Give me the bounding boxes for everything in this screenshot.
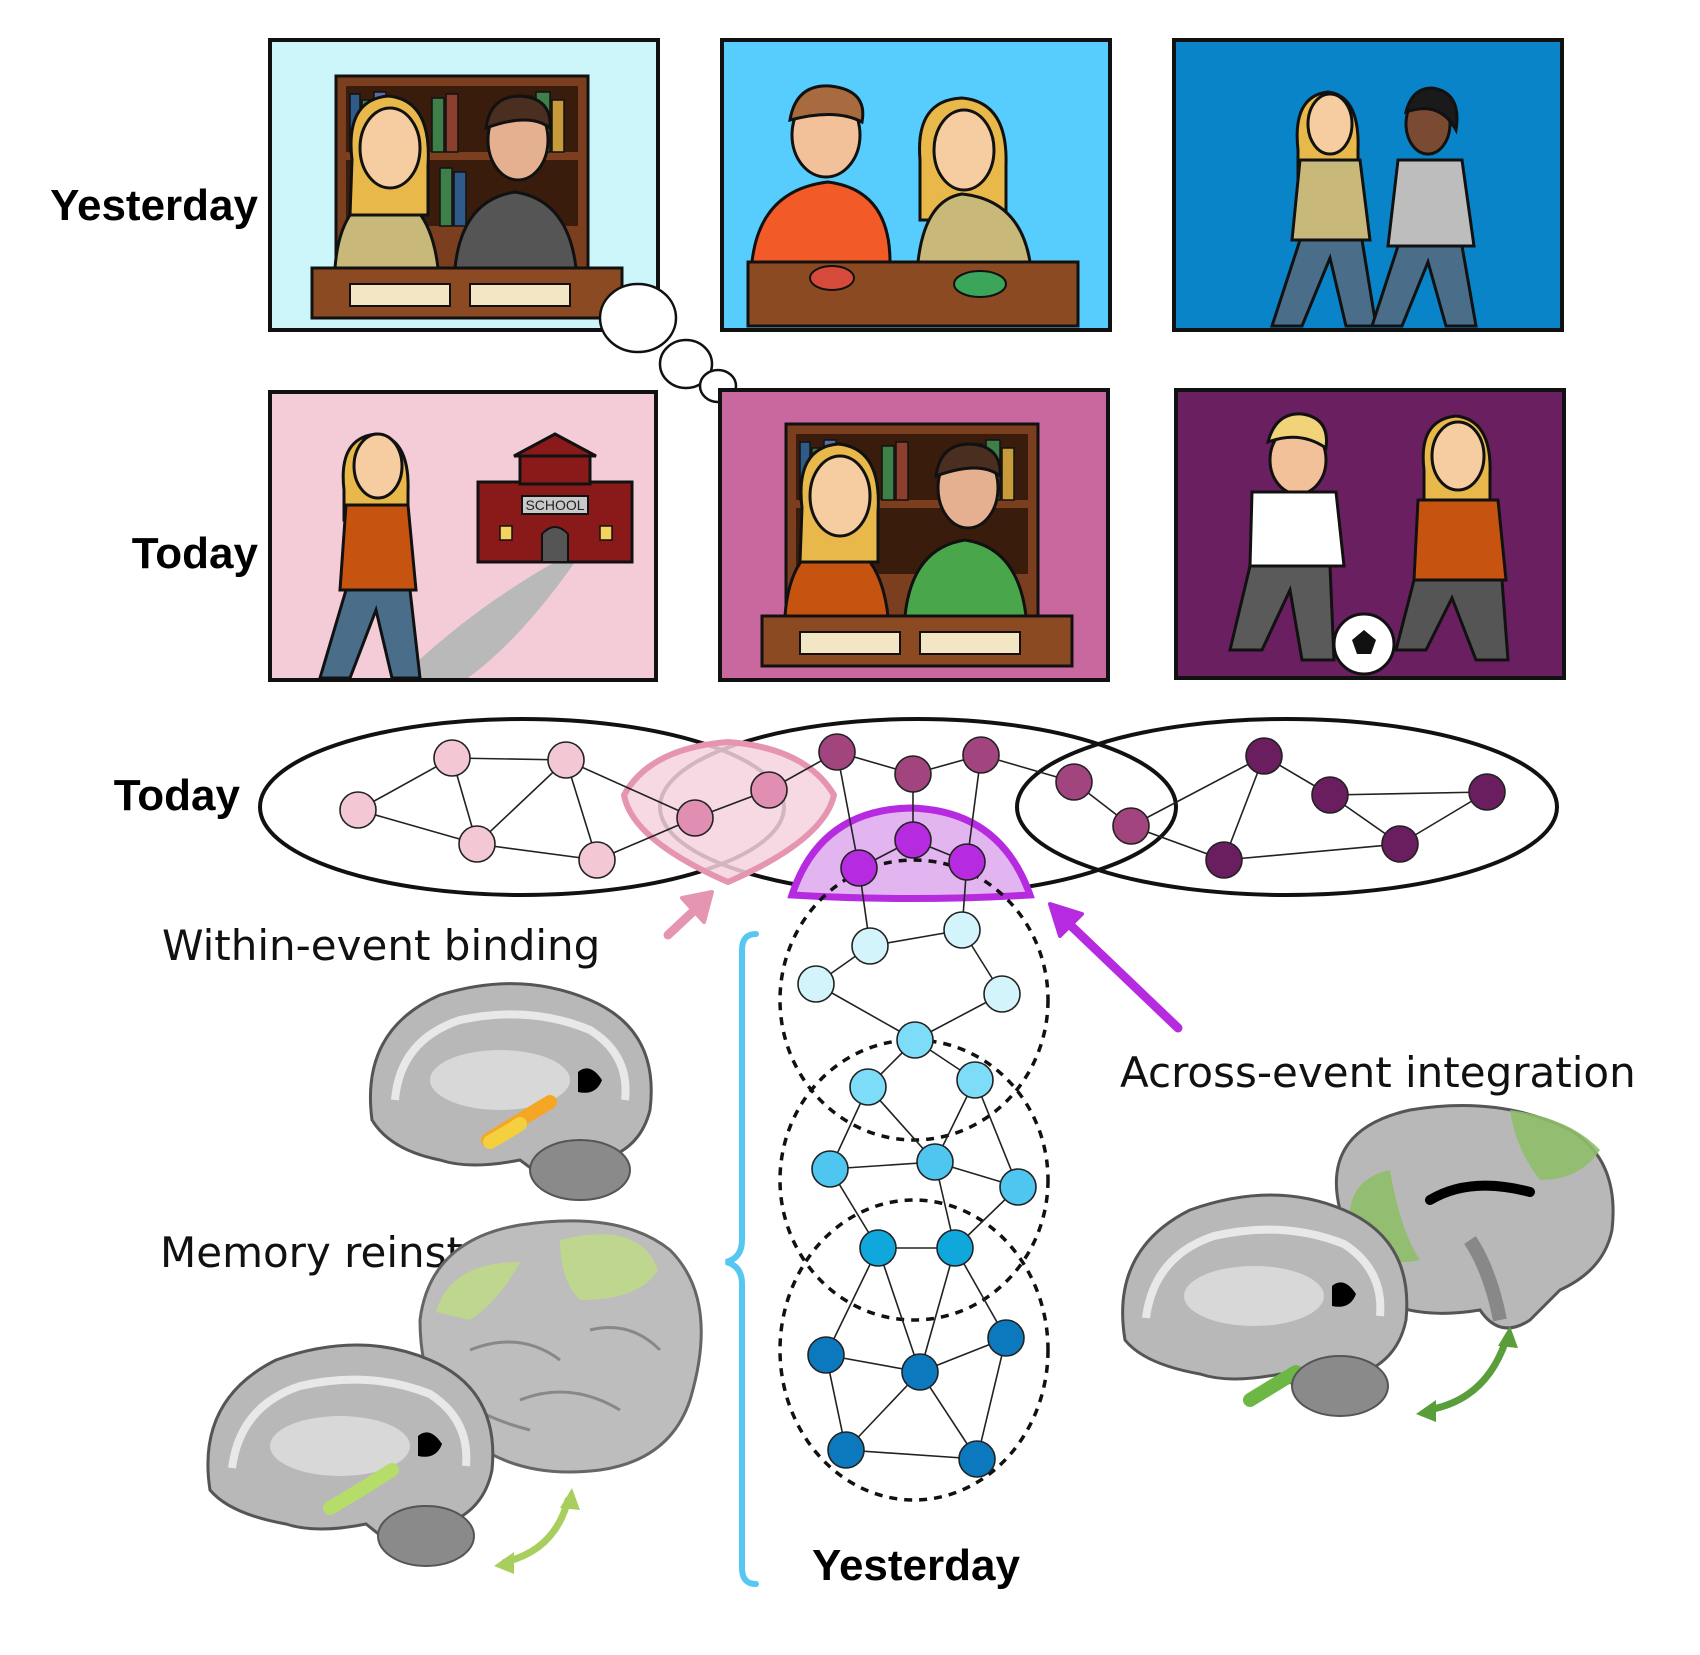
panel-today-school: SCHOOL	[268, 390, 658, 682]
across-event-arrow	[1048, 902, 1183, 1033]
row-label-today: Today	[132, 529, 259, 578]
node-yesterday-4b	[936, 1229, 974, 1267]
panel-today-library	[718, 388, 1110, 682]
school-sign: SCHOOL	[525, 497, 584, 513]
node-today-3d	[1381, 825, 1419, 863]
node-yesterday-2c	[956, 1061, 994, 1099]
panel-yesterday-eating	[720, 38, 1112, 332]
node-yesterday-4a	[859, 1229, 897, 1267]
node-yesterday-1a	[851, 927, 889, 965]
integration-double-arrow-icon	[1416, 1326, 1518, 1422]
node-yesterday-1c	[797, 965, 835, 1003]
within-event-overlap-region	[620, 738, 838, 886]
node-yesterday-5b	[901, 1353, 939, 1391]
node-yesterday-1b	[943, 911, 981, 949]
node-yesterday-5c	[987, 1319, 1025, 1357]
within-event-binding-label: Within-event binding	[162, 921, 600, 970]
network-nodes	[339, 733, 1506, 1478]
node-today-2d	[1055, 763, 1093, 801]
node-overlap-purple-2	[840, 849, 878, 887]
node-overlap-pink-1	[676, 799, 714, 837]
node-overlap-pink-2	[750, 771, 788, 809]
network-label-yesterday: Yesterday	[812, 1541, 1020, 1590]
node-today-2b	[894, 755, 932, 793]
node-yesterday-2a	[896, 1021, 934, 1059]
node-today-2c	[962, 736, 1000, 774]
node-today-2a	[818, 733, 856, 771]
reinstatement-double-arrow-icon	[494, 1488, 580, 1574]
panel-today-soccer	[1174, 388, 1566, 680]
brain-sagittal-integration	[1121, 1193, 1409, 1417]
node-overlap-purple-1	[894, 821, 932, 859]
node-today-3c	[1468, 773, 1506, 811]
node-yesterday-1d	[983, 975, 1021, 1013]
brain-sagittal-hippocampus	[368, 982, 653, 1201]
brain-sagittal-reinstatement	[206, 1343, 495, 1567]
node-yesterday-3b	[916, 1143, 954, 1181]
brain-midline-integration	[1334, 1104, 1615, 1330]
node-yesterday-3c	[999, 1168, 1037, 1206]
node-yesterday-2b	[849, 1068, 887, 1106]
node-yesterday-5e	[958, 1440, 996, 1478]
node-today-1c	[547, 741, 585, 779]
row-label-yesterday: Yesterday	[50, 181, 258, 230]
node-today-1a	[339, 791, 377, 829]
reinstatement-brace	[725, 931, 759, 1587]
node-yesterday-5a	[807, 1336, 845, 1374]
across-event-integration-label: Across-event integration	[1120, 1048, 1636, 1097]
panel-yesterday-library	[268, 38, 660, 332]
network-label-today: Today	[114, 771, 241, 820]
node-overlap-purple-3	[948, 843, 986, 881]
node-yesterday-3a	[811, 1150, 849, 1188]
panel-yesterday-walking	[1172, 38, 1564, 332]
node-today-1e	[578, 841, 616, 879]
node-today-1d	[458, 825, 496, 863]
thought-bubbles	[598, 282, 738, 404]
node-today-2e	[1112, 807, 1150, 845]
node-yesterday-5d	[827, 1431, 865, 1469]
within-event-arrow	[663, 890, 714, 940]
node-today-3e	[1205, 841, 1243, 879]
node-today-3b	[1311, 776, 1349, 814]
node-today-1b	[433, 739, 471, 777]
node-today-3a	[1245, 737, 1283, 775]
